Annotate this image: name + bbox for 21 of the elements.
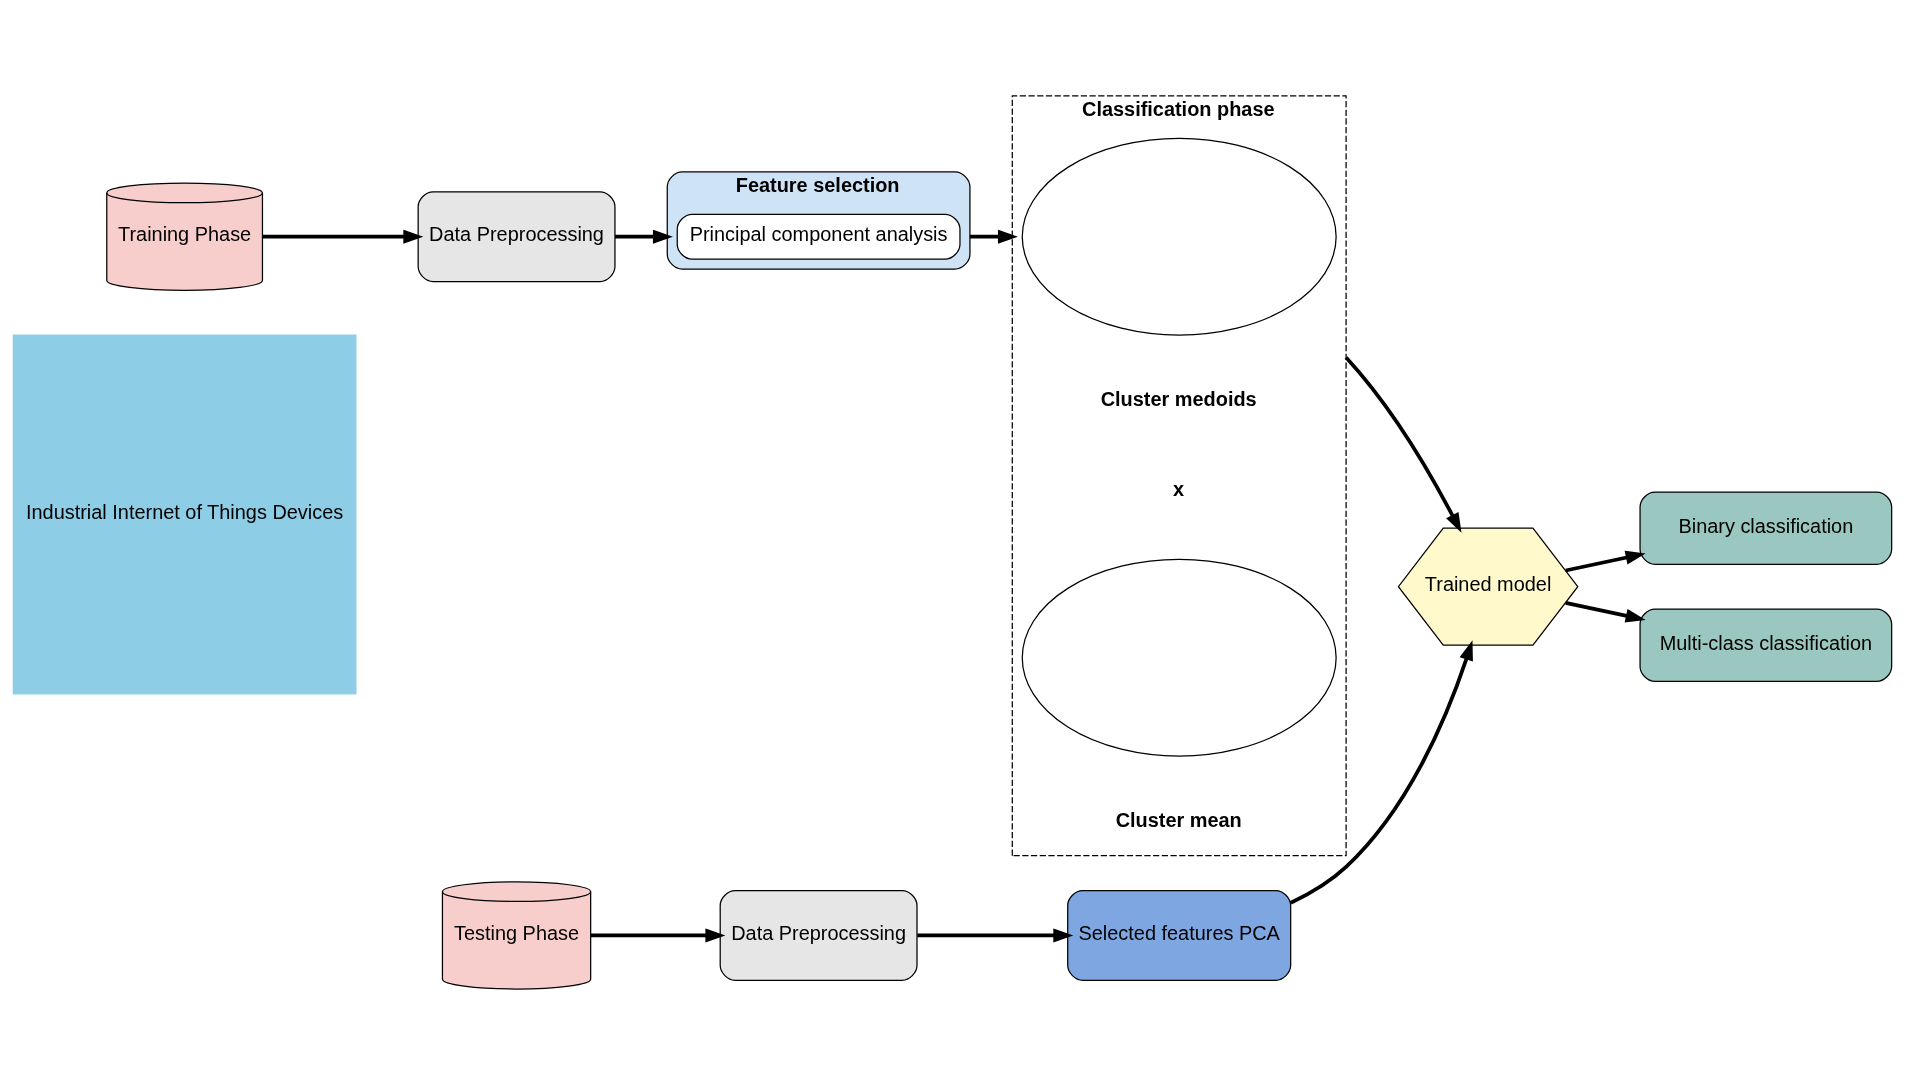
arrow [1344, 355, 1462, 533]
label: x [1172, 477, 1185, 500]
node-box: Multi-class classification [1639, 608, 1893, 682]
node-box: Data Preprocessing [417, 190, 616, 282]
node-ellipse [1021, 137, 1337, 336]
arrow [615, 229, 673, 244]
arrow [1290, 639, 1473, 904]
label: Cluster mean [1115, 808, 1242, 831]
node-box: Data Preprocessing [719, 889, 918, 981]
node-box: Principal component analysis [676, 213, 961, 260]
arrow [1565, 600, 1646, 623]
node-box: Industrial Internet of Things Devices [12, 333, 357, 694]
arrow [262, 229, 424, 244]
arrow [1565, 550, 1646, 572]
arrow [590, 927, 726, 942]
arrow [969, 229, 1018, 244]
node-box: Binary classification [1639, 490, 1893, 565]
node-ellipse [1021, 558, 1337, 757]
node-box: Selected features PCA [1067, 889, 1292, 981]
label: Cluster medoids [1100, 387, 1257, 410]
arrow [917, 927, 1074, 942]
